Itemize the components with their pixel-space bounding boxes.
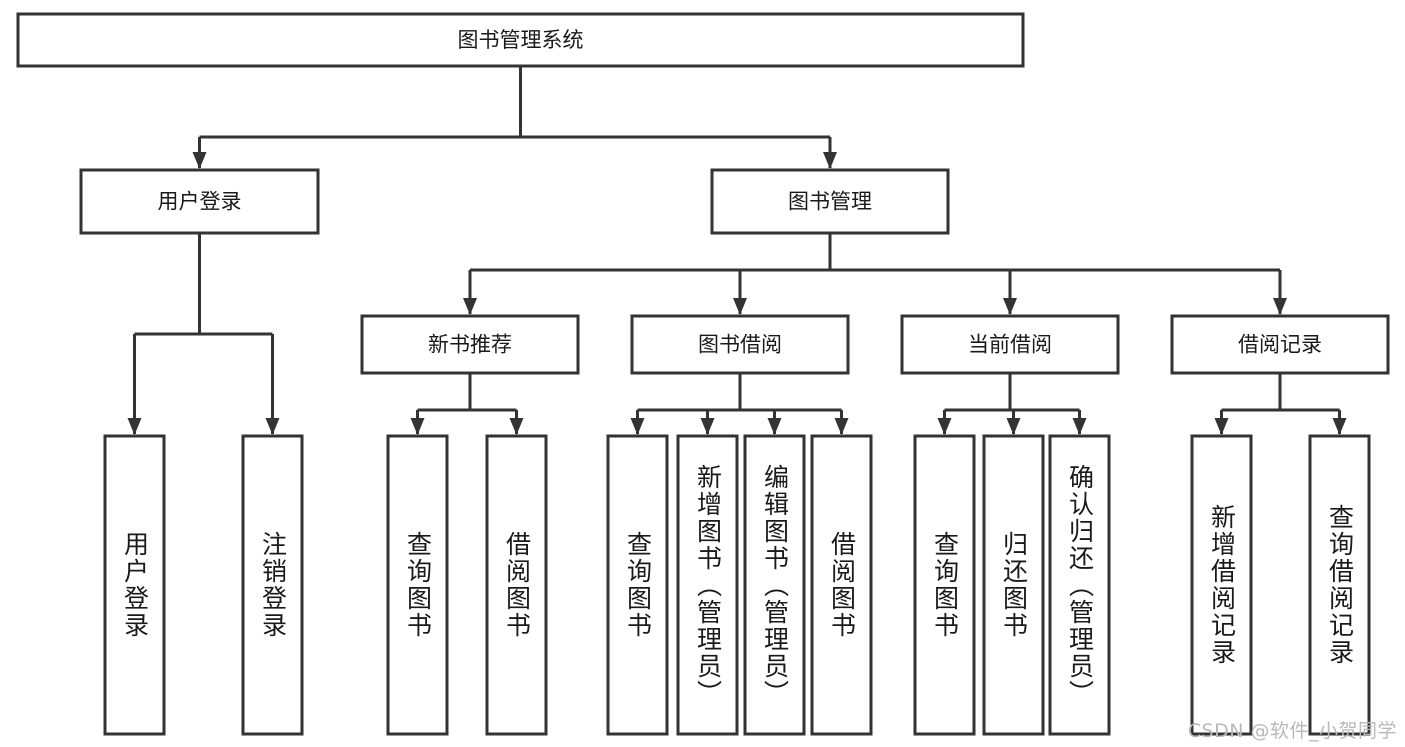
node-box-leaf-user-login[interactable] bbox=[103, 434, 166, 736]
arrow-head-icon-to-leaf-query-book-new bbox=[410, 418, 425, 435]
arrow-head-icon-to-user-login bbox=[192, 152, 207, 169]
node-label-new-book-rec: 新书推荐 bbox=[428, 333, 512, 357]
node-label-book-borrow: 图书借阅 bbox=[698, 333, 782, 357]
arrow-head-icon-to-leaf-logout bbox=[265, 418, 280, 435]
node-box-current-borrow[interactable] bbox=[900, 314, 1120, 375]
node-box-book-manage[interactable] bbox=[710, 168, 950, 235]
arrow-head-icon-to-leaf-query-book-cb bbox=[937, 418, 952, 435]
arrow-head-icon-to-leaf-edit-book bbox=[767, 418, 782, 435]
arrow-head-icon-to-leaf-add-book bbox=[700, 418, 715, 435]
node-box-leaf-query-book-new[interactable] bbox=[386, 434, 449, 736]
node-box-leaf-borrow-book-bb[interactable] bbox=[810, 434, 873, 736]
node-box-leaf-query-book-cb[interactable] bbox=[913, 434, 976, 736]
node-box-leaf-add-record[interactable] bbox=[1190, 434, 1253, 736]
node-box-user-login[interactable] bbox=[79, 168, 320, 235]
arrow-head-icon-to-leaf-add-record bbox=[1214, 418, 1229, 435]
arrow-head-icon-to-leaf-borrow-book-new bbox=[509, 418, 524, 435]
node-label-book-manage: 图书管理 bbox=[788, 190, 872, 214]
node-box-leaf-borrow-book-new[interactable] bbox=[485, 434, 548, 736]
arrow-head-icon-to-leaf-query-book-bb bbox=[630, 418, 645, 435]
arrow-head-icon-to-current-borrow bbox=[1003, 298, 1017, 315]
node-label-current-borrow: 当前借阅 bbox=[968, 333, 1052, 357]
node-box-leaf-return-book[interactable] bbox=[982, 434, 1045, 736]
node-box-leaf-logout[interactable] bbox=[241, 434, 304, 736]
node-box-leaf-add-book[interactable] bbox=[676, 434, 739, 736]
node-label-root: 图书管理系统 bbox=[458, 28, 584, 52]
boxes-layer bbox=[16, 12, 1390, 736]
node-box-new-book-rec[interactable] bbox=[360, 314, 580, 375]
node-box-borrow-record[interactable] bbox=[1170, 314, 1390, 375]
node-label-user-login: 用户登录 bbox=[158, 190, 242, 214]
arrow-head-icon-to-leaf-return-book bbox=[1006, 418, 1021, 435]
node-box-leaf-query-record[interactable] bbox=[1308, 434, 1371, 736]
arrow-head-icon-to-book-manage bbox=[823, 152, 837, 169]
node-box-root[interactable] bbox=[16, 12, 1025, 68]
arrow-head-icon-to-new-book-rec bbox=[463, 298, 477, 315]
node-box-leaf-query-book-bb[interactable] bbox=[606, 434, 669, 736]
arrow-head-icon-to-leaf-query-record bbox=[1332, 418, 1347, 435]
arrow-head-icon-to-leaf-confirm-return bbox=[1072, 418, 1087, 435]
arrow-head-icon-to-book-borrow bbox=[733, 298, 747, 315]
node-label-borrow-record: 借阅记录 bbox=[1238, 333, 1322, 357]
node-box-leaf-edit-book[interactable] bbox=[743, 434, 806, 736]
connectors-layer bbox=[127, 66, 1347, 435]
node-box-leaf-confirm-return[interactable] bbox=[1048, 434, 1111, 736]
watermark-text: CSDN @软件_小贺同学 bbox=[1187, 720, 1397, 742]
arrow-head-icon-to-borrow-record bbox=[1273, 298, 1287, 315]
node-box-book-borrow[interactable] bbox=[630, 314, 850, 375]
arrow-head-icon-to-leaf-borrow-book-bb bbox=[834, 418, 849, 435]
arrow-head-icon-to-leaf-user-login bbox=[127, 418, 142, 435]
